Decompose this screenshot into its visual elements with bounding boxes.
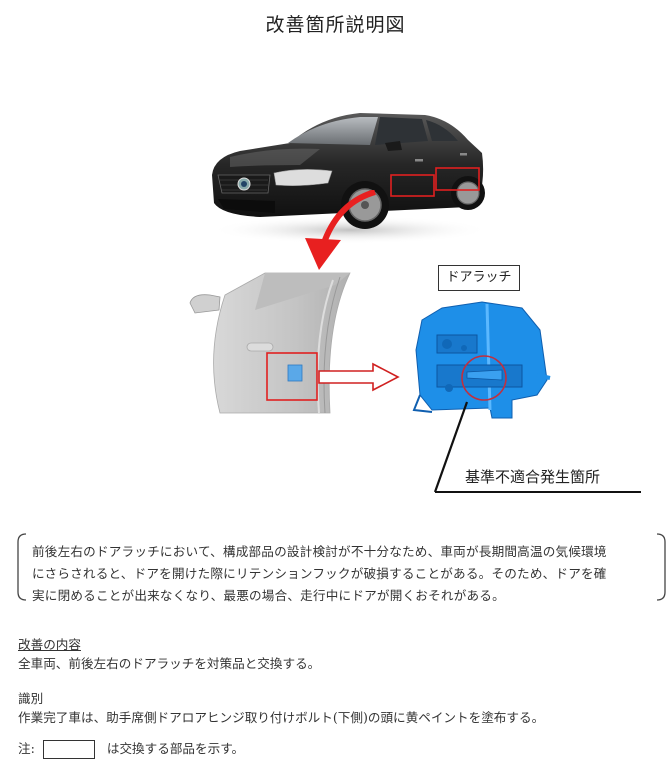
red-curved-arrow-icon bbox=[285, 190, 385, 280]
car-image bbox=[200, 95, 500, 245]
identification-heading: 識別 bbox=[18, 691, 44, 706]
page-title: 改善箇所説明図 bbox=[265, 14, 406, 36]
door-image bbox=[185, 265, 355, 415]
legend-box bbox=[42, 740, 95, 759]
right-bracket bbox=[655, 532, 669, 602]
note-suffix: は交換する部品を示す。 bbox=[106, 741, 245, 756]
fault-location-label: 基準不適合発生箇所 bbox=[465, 468, 601, 486]
description-line: 実に閉めることが出来なくなり、最悪の場合、走行中にドアが開くおそれがある。 bbox=[32, 588, 505, 603]
door-latch-image bbox=[412, 300, 552, 420]
description-line: 前後左右のドアラッチにおいて、構成部品の設計検討が不十分なため、車両が長期間高温… bbox=[32, 544, 607, 559]
defect-description: 前後左右のドアラッチにおいて、構成部品の設計検討が不十分なため、車両が長期間高温… bbox=[32, 541, 662, 607]
left-bracket bbox=[14, 532, 28, 602]
note-prefix: 注: bbox=[18, 741, 35, 756]
leader-line bbox=[425, 400, 645, 495]
note: 注: は交換する部品を示す。 bbox=[18, 738, 244, 759]
improvement-heading: 改善の内容 bbox=[18, 637, 81, 652]
improvement-text: 全車両、前後左右のドアラッチを対策品と交換する。 bbox=[18, 656, 321, 671]
latch-label: ドアラッチ bbox=[438, 265, 520, 291]
hollow-right-arrow-icon bbox=[318, 362, 400, 392]
description-line: にさらされると、ドアを開けた際にリテンションフックが破損することがある。そのため… bbox=[32, 566, 607, 581]
identification-text: 作業完了車は、助手席側ドアロアヒンジ取り付けボルト(下側)の頭に黄ペイントを塗布… bbox=[18, 710, 545, 725]
